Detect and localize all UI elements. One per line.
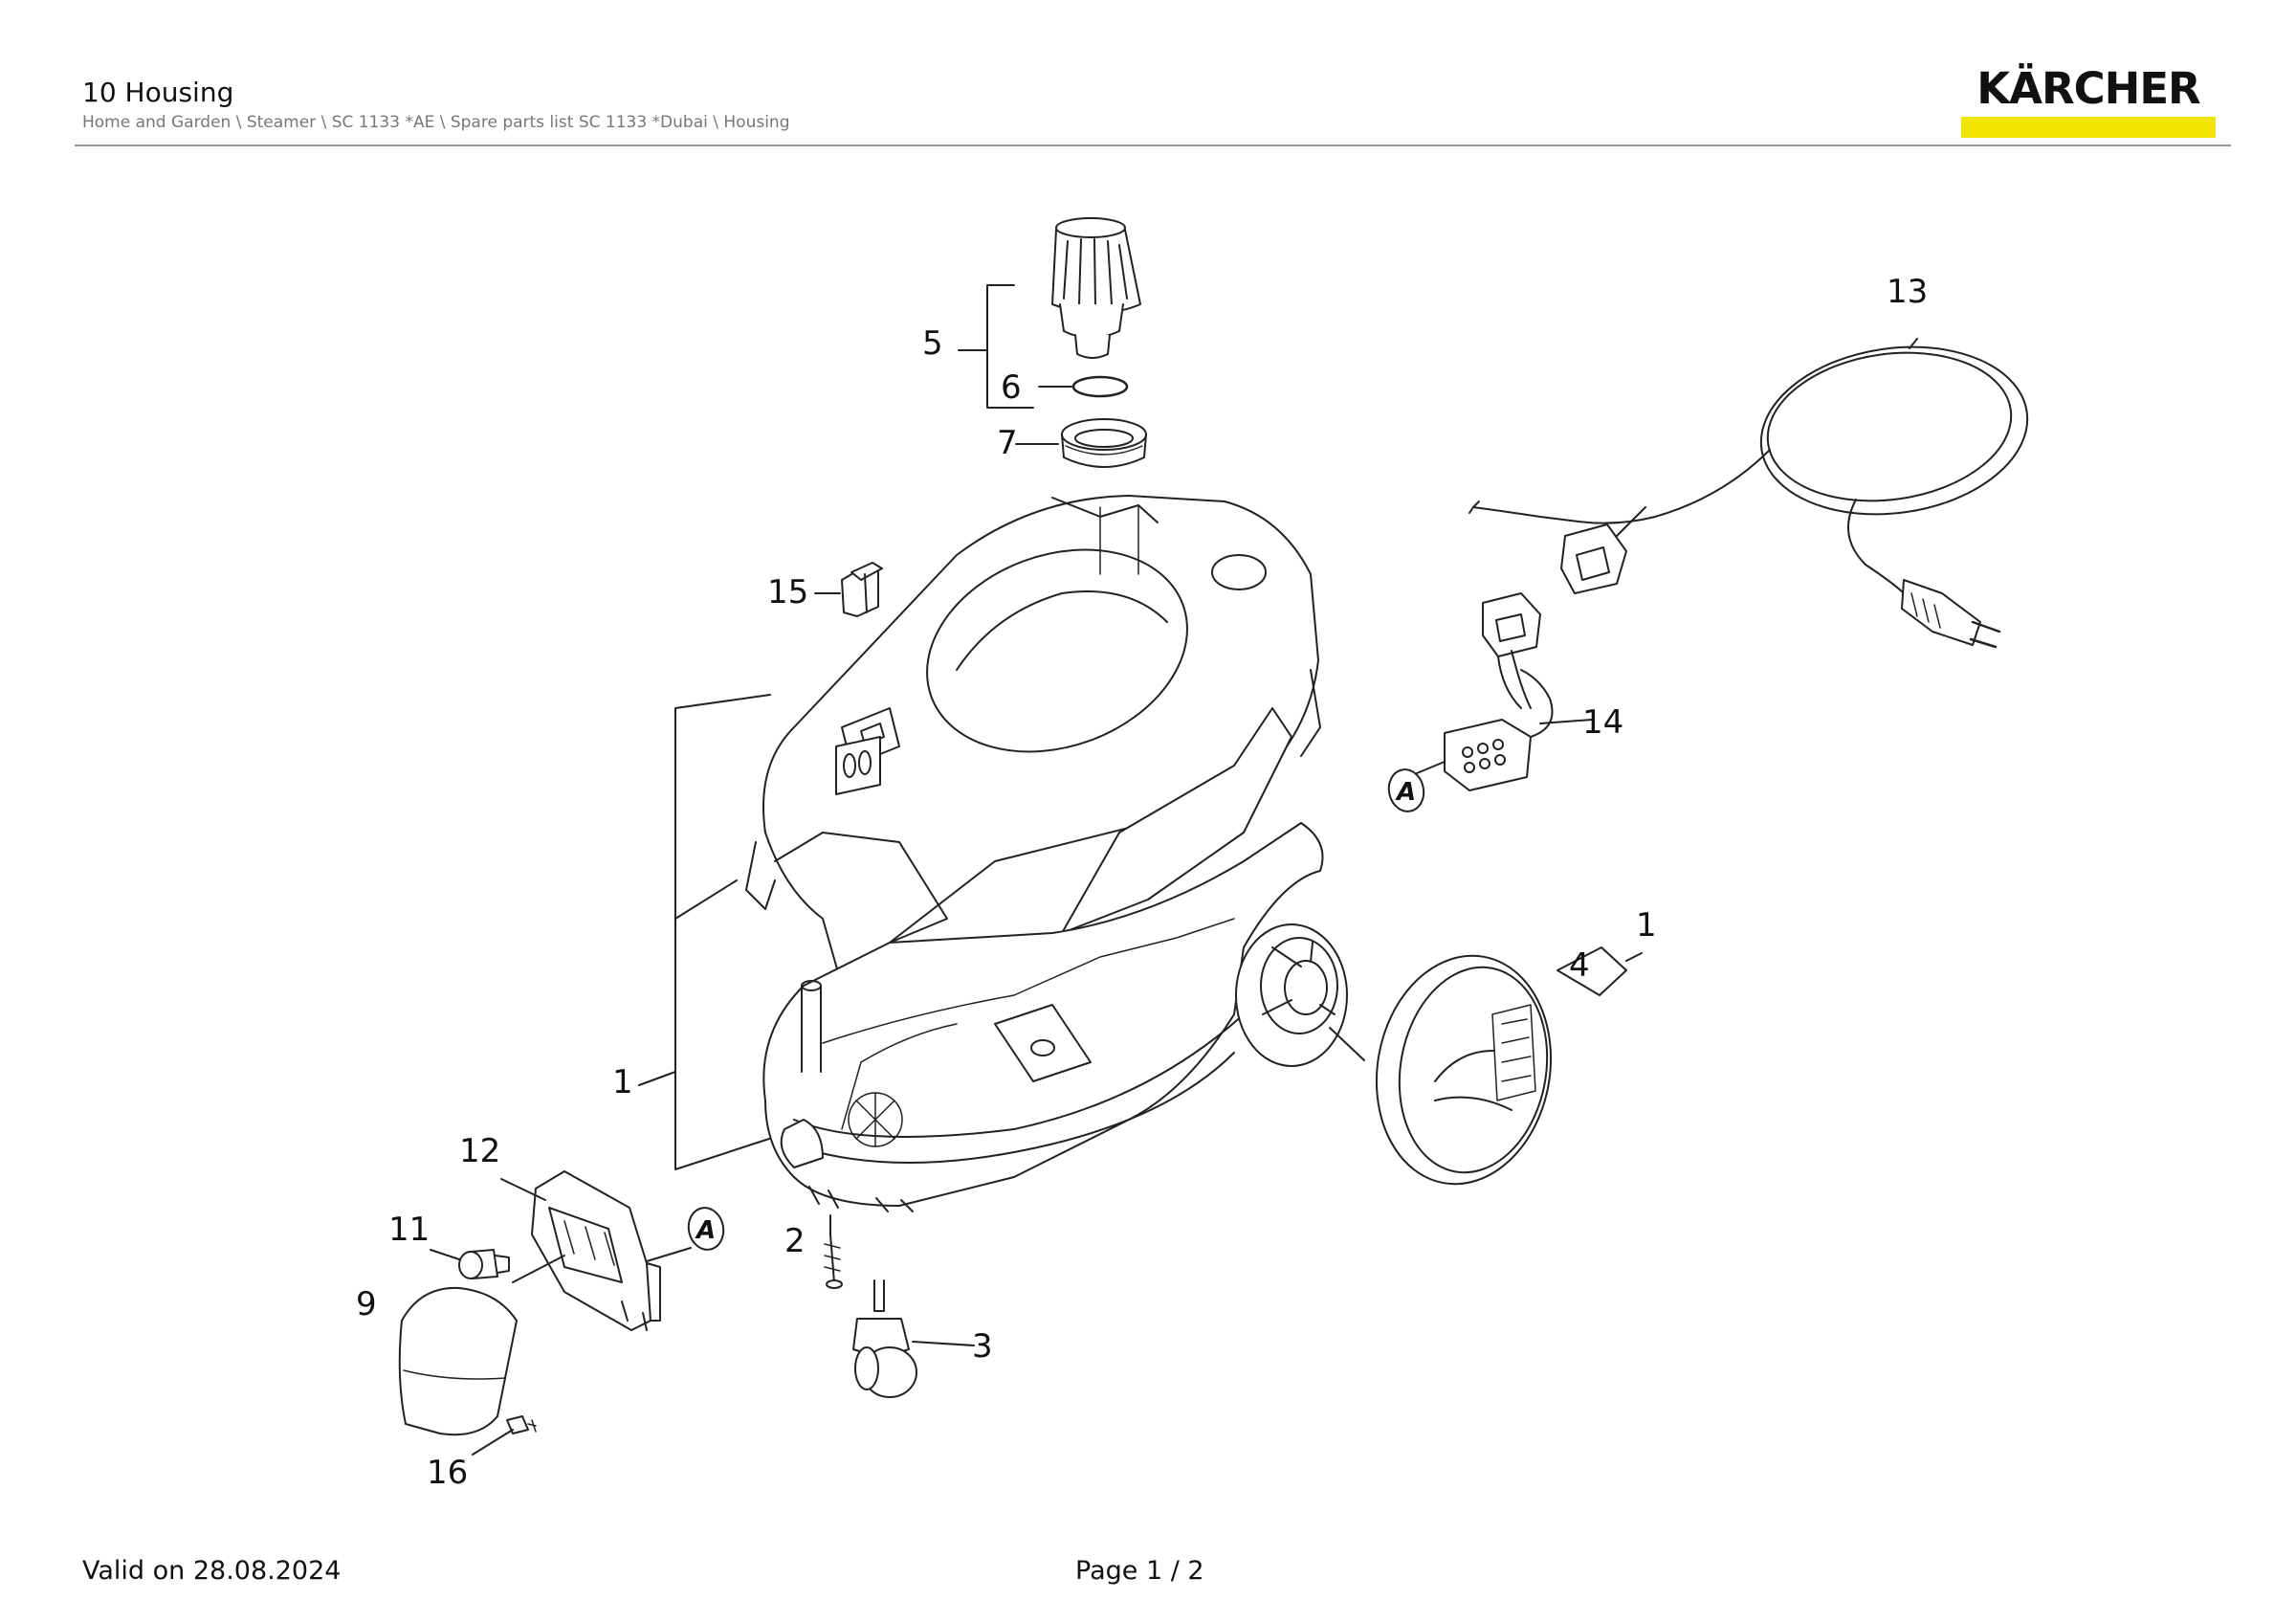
- part-screw-2: [824, 1234, 843, 1289]
- part-wire-harness: [1444, 592, 1554, 791]
- karcher-logo: KÄRCHER: [1961, 63, 2216, 140]
- connector-badge-a-left: [687, 1207, 725, 1251]
- valid-date: Valid on 28.08.2024: [82, 1556, 342, 1586]
- callout-9: 9: [356, 1285, 377, 1323]
- callout-16: 16: [427, 1454, 468, 1492]
- callout-1-housing: 1: [612, 1063, 633, 1101]
- leader-lines: [430, 284, 1918, 1456]
- callout-3: 3: [972, 1327, 993, 1366]
- callout-2: 2: [784, 1222, 806, 1260]
- callout-11: 11: [388, 1211, 430, 1249]
- badge-label-a-right: A: [1395, 778, 1416, 807]
- callout-5: 5: [922, 324, 943, 363]
- badge-label-a-left: A: [695, 1216, 716, 1245]
- part-housing-base: [762, 822, 1324, 1212]
- part-wheel: [1375, 954, 1553, 1186]
- callout-4: 4: [1569, 946, 1590, 985]
- part-knob: [1051, 217, 1141, 359]
- part-housing-cover: [745, 495, 1321, 987]
- brand-name: KÄRCHER: [1976, 63, 2200, 114]
- part-switch: [841, 562, 883, 617]
- header-divider: [75, 145, 2231, 146]
- callout-12: 12: [459, 1132, 500, 1170]
- callout-6: 6: [1001, 368, 1022, 407]
- part-wheel-hub: [1235, 923, 1348, 1067]
- callout-13: 13: [1887, 273, 1928, 311]
- cover-label: [835, 736, 881, 795]
- part-threaded-ring: [1061, 418, 1147, 468]
- breadcrumb: Home and Garden \ Steamer \ SC 1133 *AE …: [82, 113, 790, 132]
- callout-15: 15: [767, 573, 808, 611]
- connector-badge-a-right: [1387, 768, 1425, 812]
- part-small-knob: [458, 1249, 510, 1279]
- part-power-cord: [1468, 345, 2029, 649]
- page-indicator: Page 1 / 2: [1075, 1556, 1204, 1586]
- callout-1-wheel: 1: [1636, 906, 1657, 945]
- callout-7: 7: [997, 424, 1018, 462]
- brand-accent-bar: [1961, 117, 2216, 138]
- part-castor: [852, 1279, 917, 1398]
- callout-14: 14: [1582, 703, 1623, 742]
- part-o-ring: [1071, 375, 1129, 398]
- part-socket: [531, 1170, 661, 1331]
- page-title: 10 Housing: [82, 77, 234, 108]
- callout-labels: 5 6 7 15 1 1 4 13 14 3 2 12 11 9 16: [356, 273, 1928, 1492]
- part-cover-flap: [398, 1286, 518, 1436]
